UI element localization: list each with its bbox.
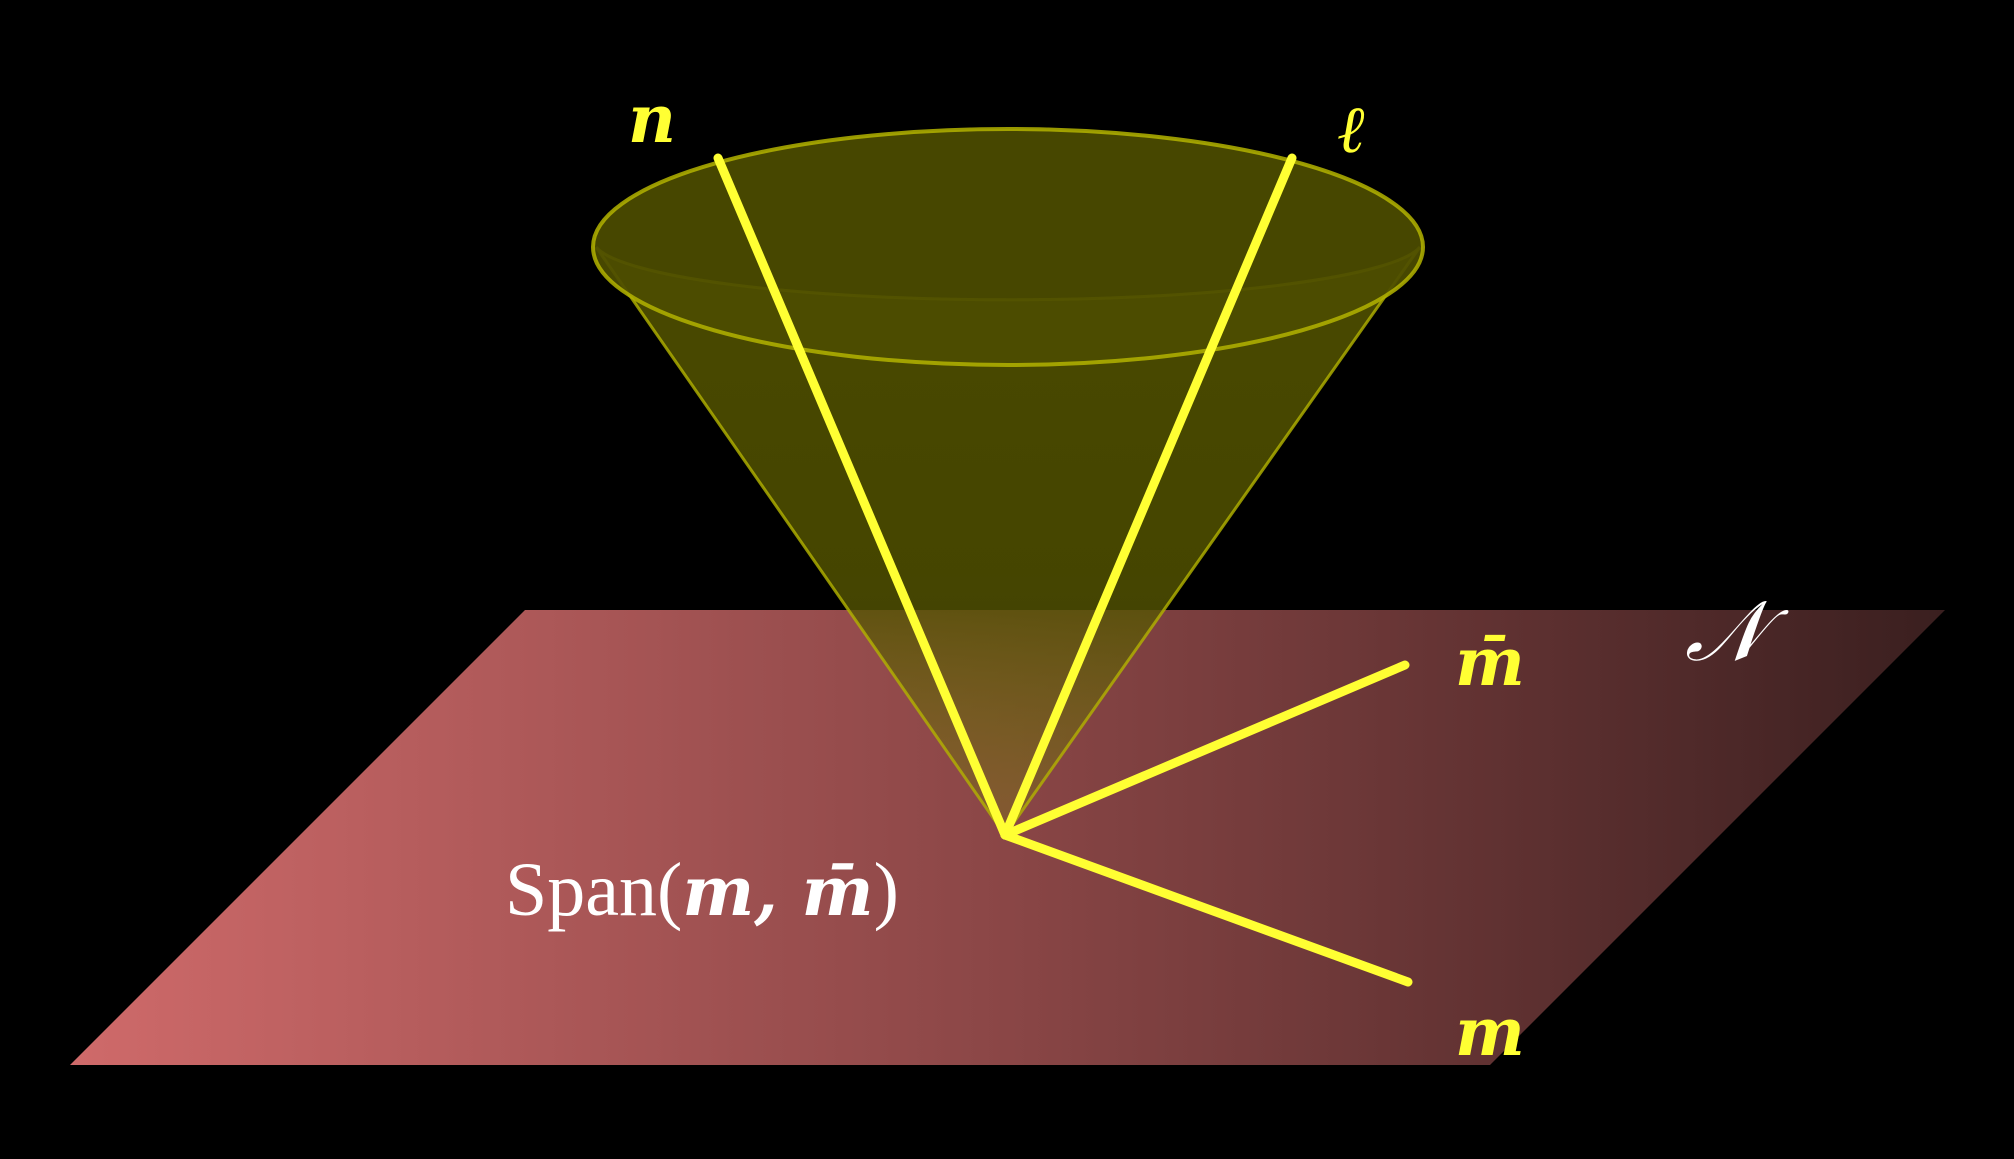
span-suffix: ) <box>874 848 899 932</box>
light-cone <box>591 127 1425 838</box>
tetrad-vectors <box>713 153 1413 987</box>
label-m: m <box>1455 993 1525 1071</box>
span-m: m <box>682 852 754 932</box>
vector-m <box>1000 830 1413 987</box>
span-label: Span(m, m̄) <box>505 848 899 932</box>
span-prefix: Span( <box>505 848 682 932</box>
span-comma: , <box>753 852 801 932</box>
vector-n <box>713 153 1010 840</box>
label-n: n <box>628 80 676 158</box>
label-ell: ℓ <box>1338 90 1366 168</box>
vector-m-bar <box>1000 660 1410 840</box>
label-m-bar: m̄ <box>1455 623 1525 701</box>
vector-ell <box>1000 153 1297 840</box>
cone-rim <box>591 127 1425 367</box>
span-m-bar: m̄ <box>802 852 874 932</box>
